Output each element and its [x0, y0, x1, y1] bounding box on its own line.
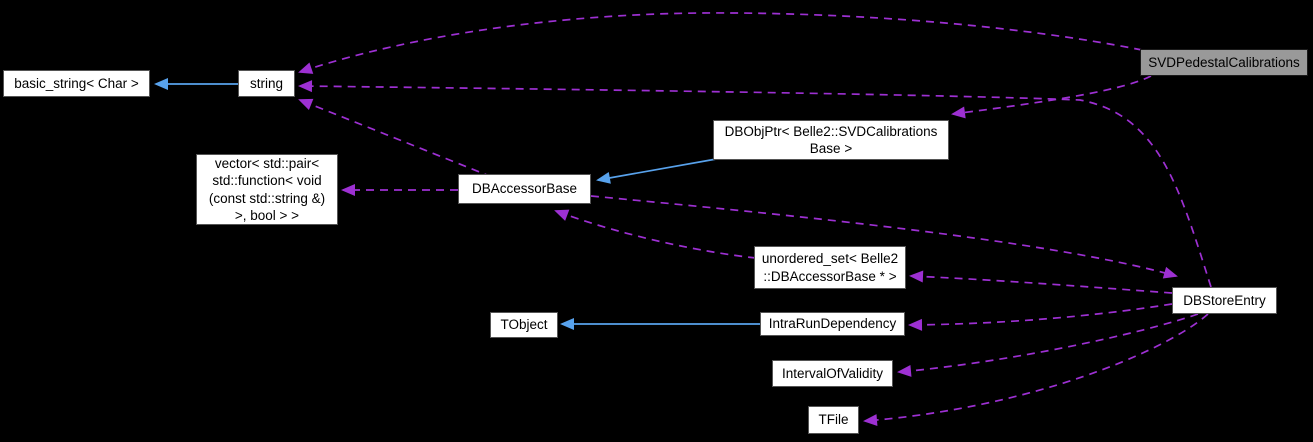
class-node-intrarundependency[interactable]: IntraRunDependency: [760, 312, 905, 336]
class-node-unordered-set[interactable]: unordered_set< Belle2 ::DBAccessorBase *…: [754, 246, 906, 289]
class-node-vector-pair-function[interactable]: vector< std::pair< std::function< void (…: [196, 154, 338, 225]
edge-svdpedestalcalibrations-to-dbobjptr: [951, 75, 1152, 119]
class-node-dbaccessorbase[interactable]: DBAccessorBase: [458, 174, 591, 204]
edge-dbaccessorbase-to-dbstoreentry: [590, 195, 1178, 279]
class-node-dbobjptr[interactable]: DBObjPtr< Belle2::SVDCalibrations Base >: [713, 120, 949, 160]
edge-dbstoreentry-to-unorderedset: [909, 270, 1173, 294]
class-node-svdpedestalcalibrations-current: SVDPedestalCalibrations: [1140, 49, 1308, 76]
class-node-dbstoreentry[interactable]: DBStoreEntry: [1172, 287, 1277, 314]
class-node-basic-string[interactable]: basic_string< Char >: [3, 70, 150, 97]
edge-dbaccessorbase-to-string: [298, 98, 493, 178]
class-node-string[interactable]: string: [238, 70, 295, 97]
edge-dbstoreentry-to-string: [298, 80, 1212, 288]
edge-dbstoreentry-to-intrarundependency: [908, 303, 1173, 331]
edge-dbstoreentry-to-tfile: [863, 313, 1209, 427]
edge-dbstoreentry-to-intervalofvalidity: [897, 313, 1199, 377]
class-node-intervalofvalidity[interactable]: IntervalOfValidity: [772, 360, 893, 387]
class-node-tobject[interactable]: TObject: [490, 312, 558, 338]
edge-dbobjptr-to-dbaccessorbase: [596, 157, 723, 184]
class-node-tfile[interactable]: TFile: [808, 406, 859, 434]
edge-svdpedestalcalibrations-to-string: [298, 12, 1143, 74]
edge-unorderedset-to-dbaccessorbase: [554, 209, 757, 259]
